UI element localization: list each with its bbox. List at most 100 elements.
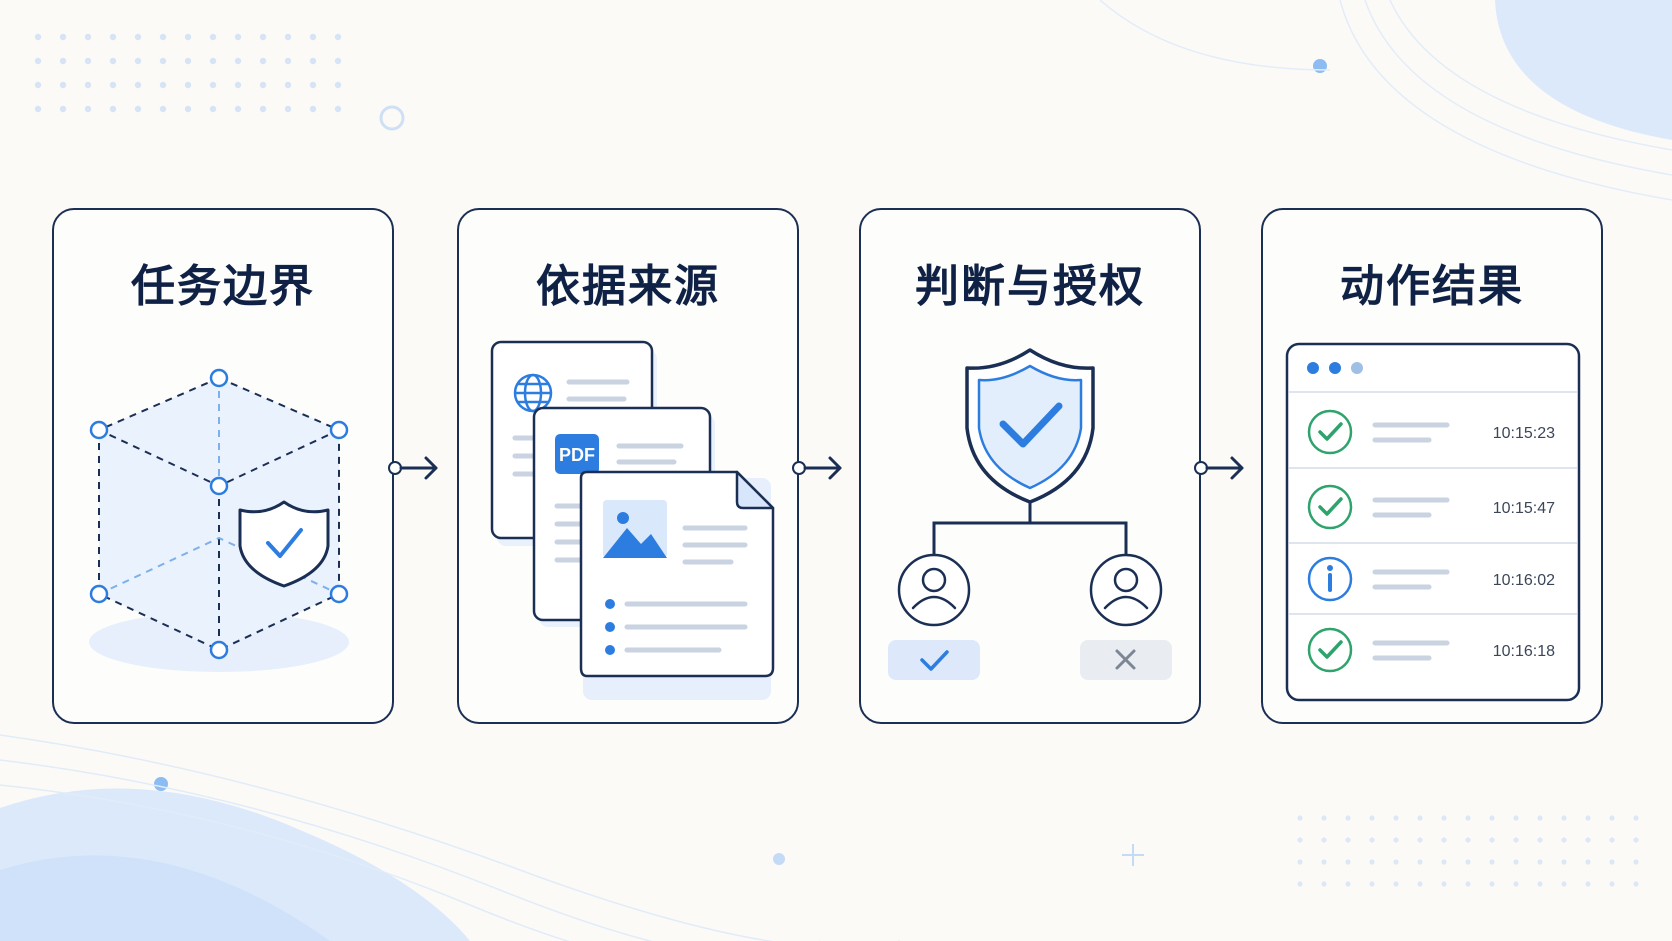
decor-dot [1297,859,1303,865]
decor-dot [1369,837,1375,843]
dot-decoration [1313,59,1327,73]
decor-dot [1417,859,1423,865]
decor-dot [1537,837,1543,843]
decor-dot [134,33,142,41]
decor-dot [1489,815,1495,821]
decor-dot [159,57,167,65]
decor-dot [1609,859,1615,865]
decor-dot [1441,837,1447,843]
decor-dot [209,81,217,89]
decor-dot [34,81,42,89]
decor-dot [184,105,192,113]
decor-dot [1609,837,1615,843]
decor-dot [1633,815,1639,821]
decor-dot [159,105,167,113]
decor-dot [1561,859,1567,865]
decor-dot [134,81,142,89]
decor-dot [59,33,67,41]
decor-dot [309,105,317,113]
decor-dot [1369,859,1375,865]
decor-dot [34,57,42,65]
decor-dot [84,57,92,65]
decor-dot [59,81,67,89]
decor-dot [109,57,117,65]
decor-dot [1489,837,1495,843]
decor-dot [1369,881,1375,887]
approver-avatar-icon [1089,553,1163,627]
decor-dot [1537,881,1543,887]
decor-dot [1465,815,1471,821]
wave-lines-top-right [1099,0,1672,201]
decor-dot [1489,859,1495,865]
decor-dot [1609,881,1615,887]
decor-dot [184,33,192,41]
dot-decoration [773,853,785,865]
log-timestamp: 10:15:47 [1493,500,1555,517]
check-circle-icon [1307,627,1353,673]
shield-icon [238,500,330,588]
decor-dot [1441,859,1447,865]
decor-dot [134,105,142,113]
check-circle-icon [1307,484,1353,530]
decor-dot [1465,837,1471,843]
decor-dot [1393,859,1399,865]
decor-dot [1321,815,1327,821]
plus-decoration [1122,844,1144,866]
dot-decoration [154,777,168,791]
decor-dot [1393,837,1399,843]
decor-dot [1633,881,1639,887]
decor-dot [1417,881,1423,887]
decor-dot [134,57,142,65]
decor-dot [1441,881,1447,887]
image-icon [603,500,667,558]
decor-dot [34,33,42,41]
decor-dot [1417,837,1423,843]
decor-dot [1321,881,1327,887]
decor-dot [84,33,92,41]
decor-dot [1393,815,1399,821]
decor-dot [109,81,117,89]
decor-dot [84,81,92,89]
log-timestamp: 10:16:18 [1493,643,1555,660]
decor-dot [59,105,67,113]
decor-dot [1513,881,1519,887]
shield-approval-icon [888,348,1172,680]
decor-dot [309,57,317,65]
log-row: 10:16:02 [1307,556,1555,602]
decor-dot [1417,815,1423,821]
step-card-action-results: 动作结果 10:15:23 10:15:47 [1261,208,1603,724]
decor-dot [209,105,217,113]
decor-dot [309,33,317,41]
log-row: 10:16:18 [1307,627,1555,673]
action-log-window-icon: 10:15:23 10:15:47 10:16:02 [1285,342,1581,702]
pdf-badge-label: PDF [559,445,595,465]
decor-dot [1561,881,1567,887]
decor-dot [1465,881,1471,887]
decor-dot [1321,837,1327,843]
decor-dot [1297,881,1303,887]
decor-dot [1345,837,1351,843]
decor-dot [1513,859,1519,865]
decor-dot [34,105,42,113]
log-row: 10:15:47 [1307,484,1555,530]
log-timestamp: 10:15:23 [1493,425,1555,442]
decor-dot [209,57,217,65]
decor-dot [334,57,342,65]
log-timestamp: 10:16:02 [1493,572,1555,589]
flow-arrow [792,456,842,480]
decor-dot [1489,881,1495,887]
info-circle-icon [1307,556,1353,602]
step-card-judgment-authorization: 判断与授权 [859,208,1201,724]
blob-bottom-left-2 [0,855,330,941]
decor-dot [1561,837,1567,843]
decor-dot [1369,815,1375,821]
step-title: 动作结果 [1340,261,1524,312]
decor-dot [234,105,242,113]
reject-close-icon [1080,640,1172,680]
decor-dot [184,81,192,89]
pdf-icon: PDF [555,434,599,474]
step-card-task-boundary: 任务边界 [52,208,394,724]
decor-dot [59,57,67,65]
decor-dot [1585,859,1591,865]
